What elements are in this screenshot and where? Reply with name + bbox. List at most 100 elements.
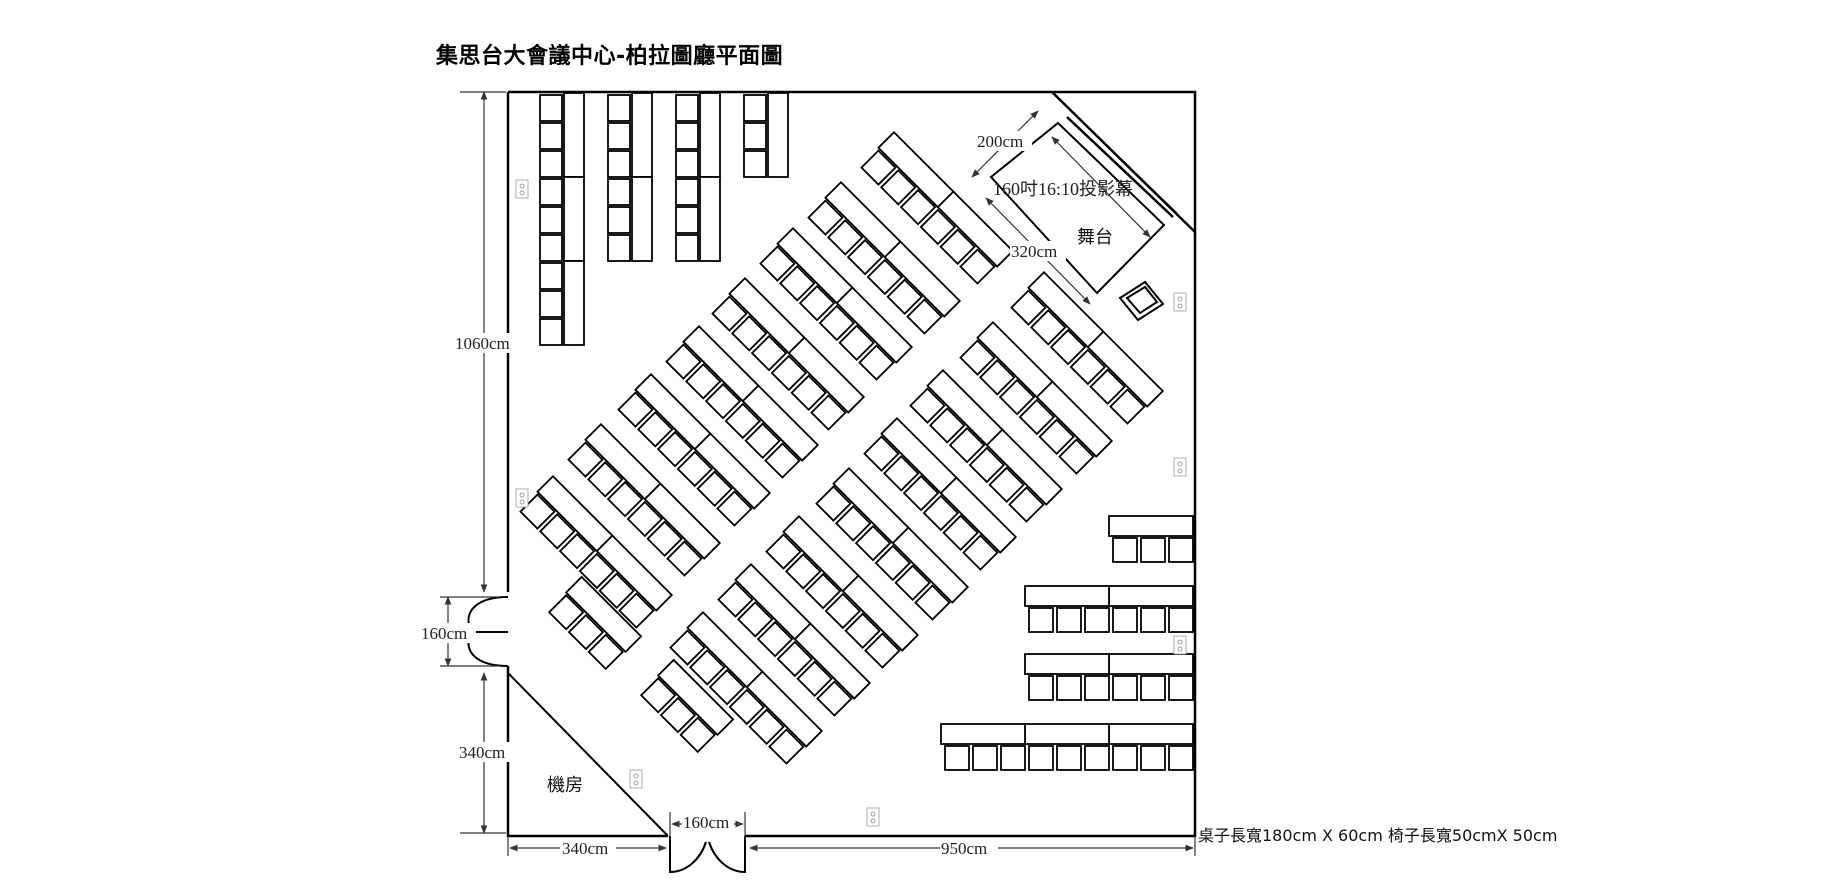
- chair: [558, 532, 596, 570]
- chair: [998, 378, 1036, 416]
- chair: [815, 485, 852, 522]
- chair: [656, 430, 694, 468]
- chair: [798, 284, 836, 322]
- table: [1086, 330, 1165, 408]
- chair: [1056, 745, 1082, 771]
- chair: [1112, 607, 1138, 633]
- outlet-icon: [1173, 457, 1187, 477]
- table: [793, 622, 872, 700]
- dim-bottom-left: 340cm: [562, 839, 608, 858]
- chair: [539, 318, 563, 346]
- seating-row: [669, 610, 824, 765]
- seating-row: [863, 416, 1018, 571]
- table: [595, 534, 674, 612]
- chair: [724, 402, 762, 440]
- chair: [866, 258, 904, 296]
- chair: [1112, 537, 1138, 563]
- chair: [646, 520, 683, 558]
- chair: [810, 394, 847, 431]
- chair: [824, 592, 862, 630]
- chair: [1018, 398, 1056, 436]
- chair: [978, 359, 1016, 396]
- chair: [684, 363, 722, 400]
- chair: [1056, 675, 1082, 701]
- seating-row: [909, 368, 1064, 523]
- chair: [776, 640, 814, 678]
- chair: [748, 708, 785, 746]
- dim-left-door: 160cm: [421, 624, 467, 643]
- chair: [863, 435, 900, 472]
- chair: [717, 581, 754, 618]
- chair: [539, 290, 563, 318]
- chair: [607, 94, 631, 122]
- table: [940, 723, 1026, 745]
- chair: [1140, 675, 1166, 701]
- chair: [607, 122, 631, 150]
- table: [563, 92, 585, 178]
- chair: [1168, 537, 1194, 563]
- table: [631, 176, 653, 262]
- chair: [972, 745, 998, 771]
- table: [985, 428, 1064, 506]
- chair: [764, 442, 801, 479]
- seating-row: [807, 180, 962, 335]
- chair: [948, 426, 986, 464]
- chair: [676, 450, 714, 488]
- chair: [909, 387, 946, 424]
- table: [891, 526, 970, 604]
- chair: [1089, 368, 1126, 406]
- table: [563, 260, 585, 346]
- chair: [617, 391, 654, 428]
- table: [741, 384, 820, 462]
- chair: [1168, 745, 1194, 771]
- table: [564, 575, 643, 654]
- chair: [1028, 745, 1054, 771]
- dim-stage-depth: 200cm: [977, 132, 1023, 151]
- chair: [586, 461, 624, 498]
- outlet-icon: [866, 807, 880, 827]
- chair: [606, 480, 644, 518]
- chair: [607, 234, 631, 262]
- chair: [728, 688, 766, 726]
- chair: [743, 150, 767, 178]
- outlet-icon: [1173, 292, 1187, 312]
- chair: [743, 122, 767, 150]
- chair: [944, 745, 970, 771]
- chair: [666, 540, 703, 577]
- chair: [716, 490, 753, 527]
- chair: [899, 188, 937, 226]
- chair: [578, 552, 616, 590]
- chair: [816, 680, 853, 717]
- outlet-icon: [515, 179, 529, 199]
- chair: [922, 494, 960, 532]
- chair: [902, 474, 940, 512]
- chair: [598, 572, 635, 610]
- seating-row: [567, 422, 722, 577]
- chair: [607, 206, 631, 234]
- chair: [854, 524, 892, 562]
- left-seating-columns: [539, 92, 789, 346]
- chair: [675, 150, 699, 178]
- chair: [607, 178, 631, 206]
- chair: [1056, 607, 1082, 633]
- chair: [665, 343, 702, 380]
- furniture-size-note: 桌子長寬180cm X 60cm 椅子長寬50cmX 50cm: [1198, 826, 1558, 845]
- chair: [744, 422, 781, 460]
- dim-bottom-door: 160cm: [683, 813, 729, 832]
- chair: [1049, 328, 1087, 366]
- outlet-icon: [629, 769, 643, 789]
- table: [631, 92, 653, 178]
- dim-stage-width: 320cm: [1011, 242, 1057, 261]
- seating-row: [860, 130, 1015, 285]
- chair: [669, 629, 706, 666]
- podium: [1118, 280, 1165, 322]
- chair: [539, 94, 563, 122]
- table: [1108, 515, 1194, 537]
- chair: [567, 613, 605, 651]
- chair: [1140, 745, 1166, 771]
- chair: [688, 649, 726, 686]
- table: [1035, 380, 1114, 458]
- chair: [539, 234, 563, 262]
- chair: [765, 533, 802, 570]
- dim-left-lower: 340cm: [459, 743, 505, 762]
